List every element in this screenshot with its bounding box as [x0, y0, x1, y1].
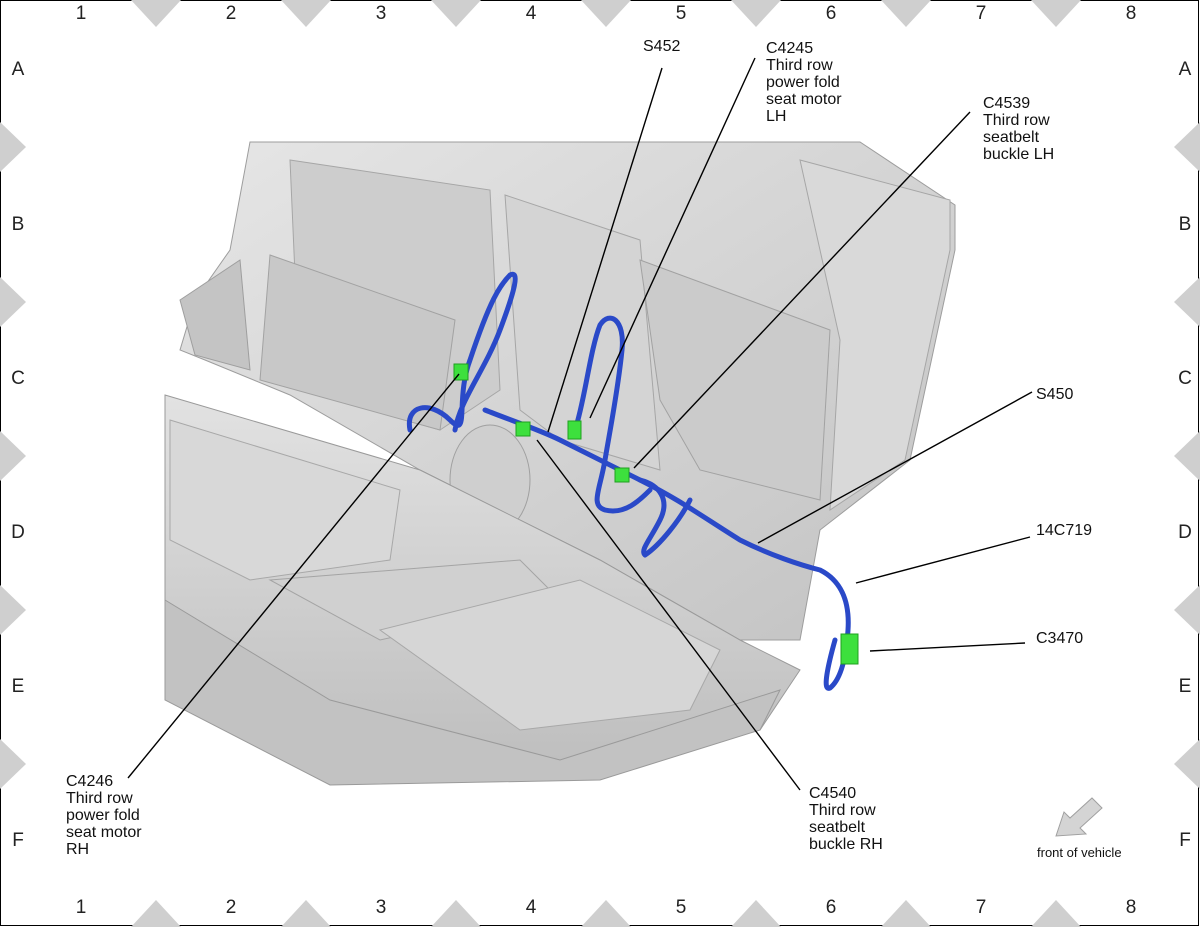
callout-line: power fold	[766, 74, 840, 91]
grid-marker	[131, 0, 181, 27]
grid-marker	[131, 900, 181, 927]
connector-c3470	[840, 633, 859, 665]
callout-line: seat motor	[766, 91, 842, 108]
callout-line: Third row	[766, 57, 833, 74]
grid-col-bottom: 5	[675, 897, 687, 918]
grid-marker	[731, 0, 781, 27]
grid-marker	[431, 900, 481, 927]
callout-s452: S452	[643, 38, 680, 55]
callout-line: 14C719	[1036, 522, 1093, 539]
grid-row-left: D	[11, 522, 25, 543]
callout-line: buckle LH	[983, 146, 1055, 163]
grid-col-top: 2	[225, 3, 237, 24]
grid-col-top: 3	[375, 3, 387, 24]
callout-s450: S450	[1036, 386, 1073, 403]
callout-line: C3470	[1036, 630, 1084, 647]
grid-marker	[1174, 431, 1200, 481]
callout-line: C4245	[766, 40, 814, 57]
front-of-vehicle-label: front of vehicle	[1037, 845, 1122, 860]
grid-row-right: C	[1178, 368, 1192, 389]
grid-row-right: E	[1178, 676, 1192, 697]
grid-marker	[881, 900, 931, 927]
callout-line: Third row	[66, 790, 133, 807]
callout-14c719: 14C719	[1036, 522, 1092, 539]
grid-marker	[1031, 900, 1081, 927]
grid-row-left: E	[11, 676, 25, 697]
grid-col-bottom: 4	[525, 897, 537, 918]
callout-line: Third row	[983, 112, 1050, 129]
grid-marker	[0, 431, 26, 481]
grid-marker	[1174, 122, 1200, 172]
grid-marker	[731, 900, 781, 927]
connector-c4539	[614, 467, 630, 483]
grid-col-top: 8	[1125, 3, 1137, 24]
grid-col-bottom: 1	[75, 897, 87, 918]
grid-row-left: A	[11, 59, 25, 80]
connectors	[453, 363, 859, 665]
grid-row-right: B	[1178, 214, 1192, 235]
grid-marker	[0, 585, 26, 635]
grid-marker	[0, 277, 26, 327]
callout-line: seat motor	[66, 824, 142, 841]
callout-line: S452	[643, 38, 681, 55]
grid-row-right: A	[1178, 59, 1192, 80]
grid-row-left: F	[12, 830, 24, 851]
grid-marker	[0, 122, 26, 172]
grid-marker	[431, 0, 481, 27]
callout-line: buckle RH	[809, 836, 883, 853]
connector-c4540	[515, 421, 531, 437]
grid-marker	[281, 900, 331, 927]
callout-line: RH	[66, 841, 90, 858]
grid-row-right: F	[1179, 830, 1191, 851]
grid-marker	[581, 900, 631, 927]
callout-line: power fold	[66, 807, 140, 824]
grid-col-top: 4	[525, 3, 537, 24]
grid-col-bottom: 8	[1125, 897, 1137, 918]
callout-line: C4539	[983, 95, 1031, 112]
leader-lines	[127, 57, 1033, 791]
grid-col-bottom: 6	[825, 897, 837, 918]
grid-col-bottom: 2	[225, 897, 237, 918]
grid-marker	[1174, 585, 1200, 635]
callout-c3470: C3470	[1036, 630, 1083, 647]
grid-row-left: C	[11, 368, 25, 389]
front-arrow-icon	[1055, 797, 1103, 837]
wire-harness	[406, 271, 851, 691]
callout-line: seatbelt	[983, 129, 1040, 146]
callout-line: seatbelt	[809, 819, 866, 836]
seat-illustration	[164, 141, 956, 786]
callout-line: C4540	[809, 785, 857, 802]
callout-line: Third row	[809, 802, 876, 819]
grid-row-right: D	[1178, 522, 1192, 543]
connector-c4245	[567, 420, 582, 440]
callout-line: C4246	[66, 773, 114, 790]
grid-marker	[881, 0, 931, 27]
grid-marker	[1031, 0, 1081, 27]
grid-col-bottom: 3	[375, 897, 387, 918]
grid-col-top: 7	[975, 3, 987, 24]
grid-col-bottom: 7	[975, 897, 987, 918]
grid-marker	[1174, 739, 1200, 789]
grid-col-top: 5	[675, 3, 687, 24]
grid-marker	[0, 739, 26, 789]
grid-col-top: 6	[825, 3, 837, 24]
grid-col-top: 1	[75, 3, 87, 24]
callout-line: LH	[766, 108, 787, 125]
callout-line: S450	[1036, 386, 1074, 403]
grid-marker	[281, 0, 331, 27]
grid-row-left: B	[11, 214, 25, 235]
grid-marker	[581, 0, 631, 27]
grid-marker	[1174, 277, 1200, 327]
